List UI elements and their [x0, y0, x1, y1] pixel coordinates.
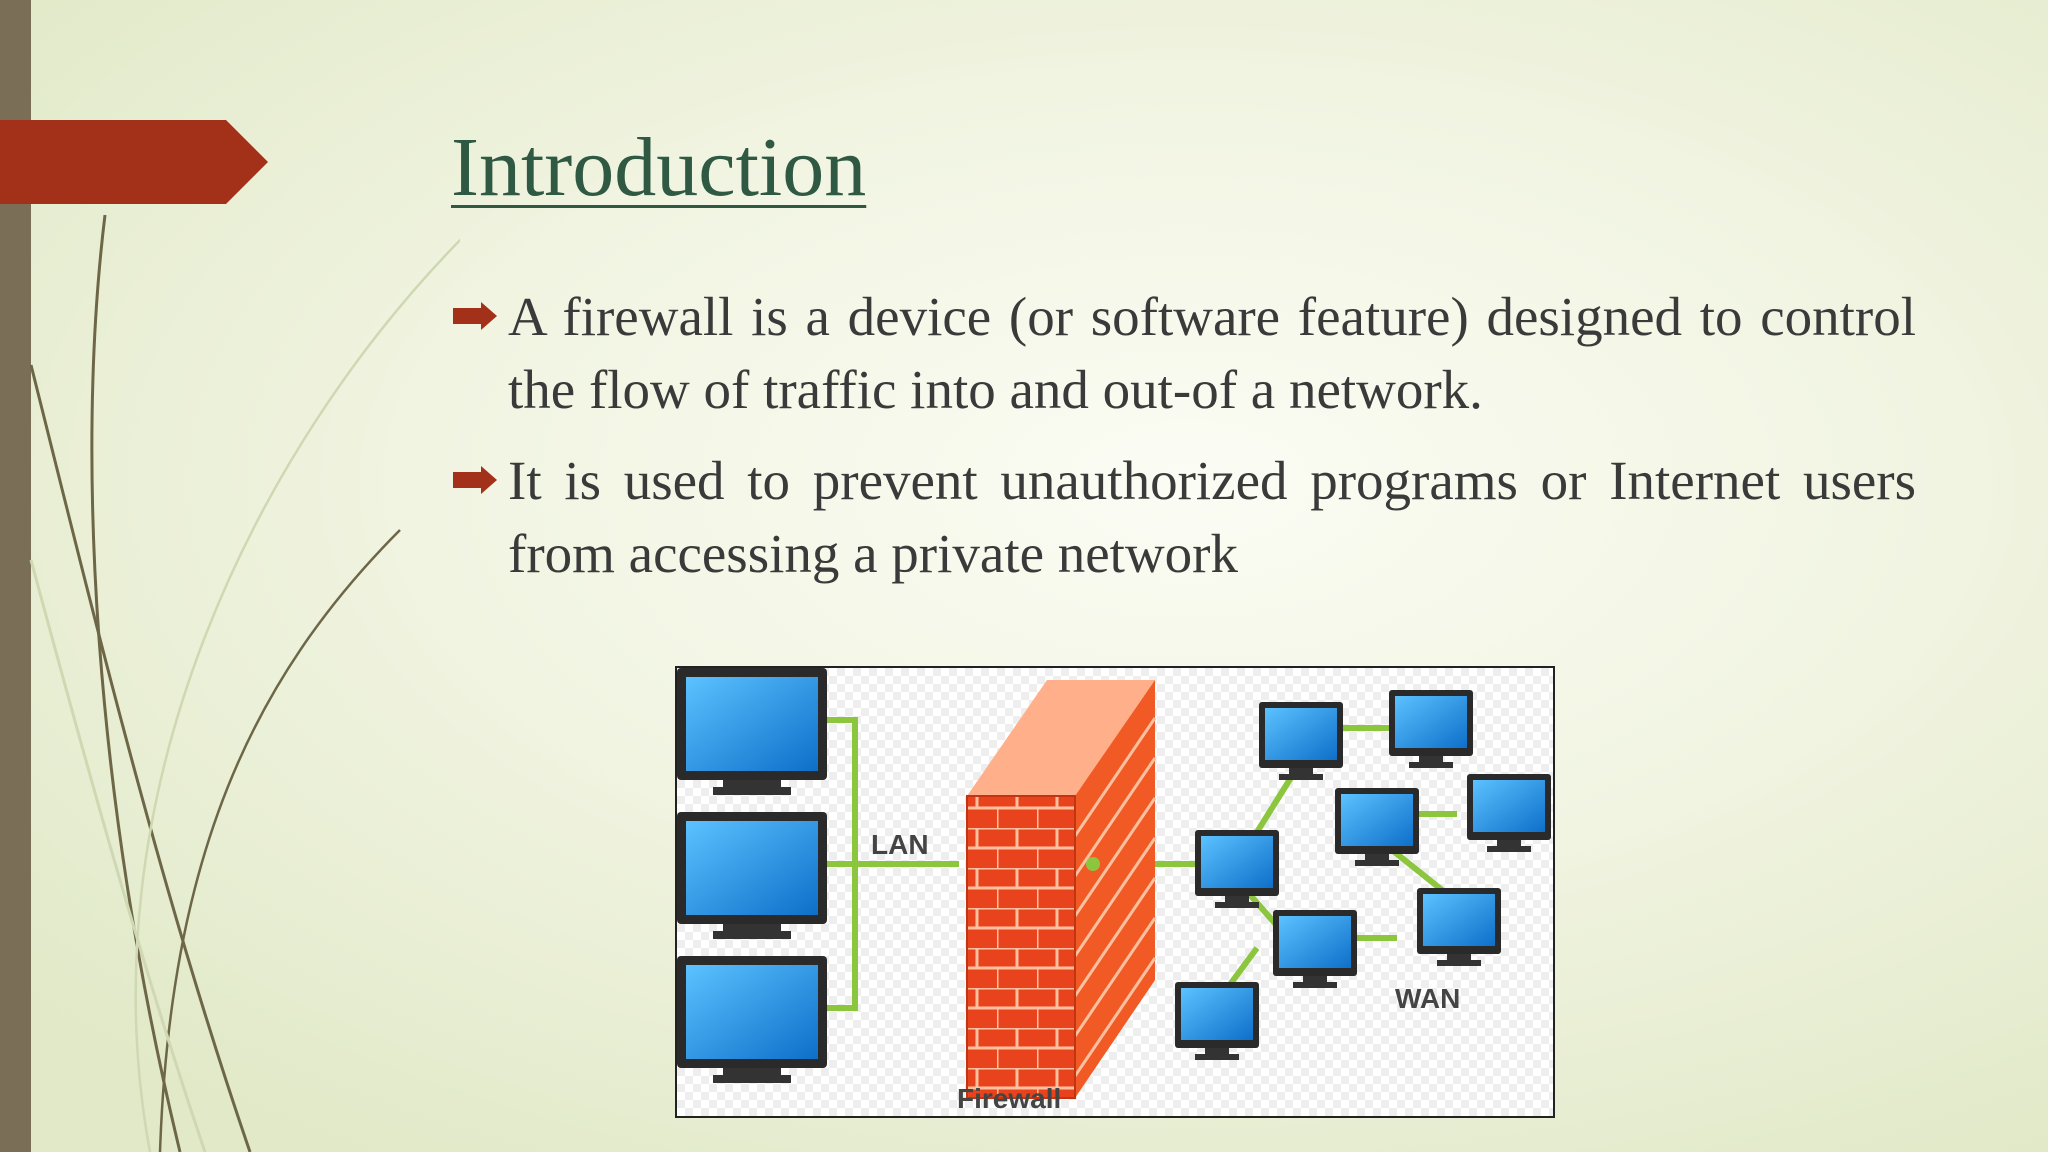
- lan-computer-icon: [677, 812, 827, 939]
- lan-label: LAN: [871, 829, 929, 860]
- bullet-arrow-icon: [453, 466, 497, 494]
- bullet-list: A firewall is a device (or software feat…: [451, 280, 1916, 608]
- firewall-diagram-art: LAN WAN Firewall: [677, 668, 1553, 1116]
- bullet-item: It is used to prevent unauthorized progr…: [451, 444, 1916, 590]
- bullet-arrow-icon: [453, 302, 497, 330]
- decorative-curves: [29, 214, 460, 1152]
- bullet-item: A firewall is a device (or software feat…: [451, 280, 1916, 426]
- title-arrow-shape: [0, 120, 268, 204]
- wan-label: WAN: [1395, 983, 1460, 1014]
- firewall-diagram: LAN WAN Firewall: [675, 666, 1555, 1118]
- lan-computer-icon: [677, 956, 827, 1083]
- lan-computer-icon: [677, 668, 827, 795]
- slide-title: Introduction: [451, 121, 867, 214]
- bullet-text: It is used to prevent unauthorized progr…: [508, 450, 1916, 584]
- bullet-text: A firewall is a device (or software feat…: [508, 286, 1916, 420]
- firewall-label: Firewall: [957, 1083, 1061, 1114]
- firewall-wall-icon: [966, 680, 1157, 1099]
